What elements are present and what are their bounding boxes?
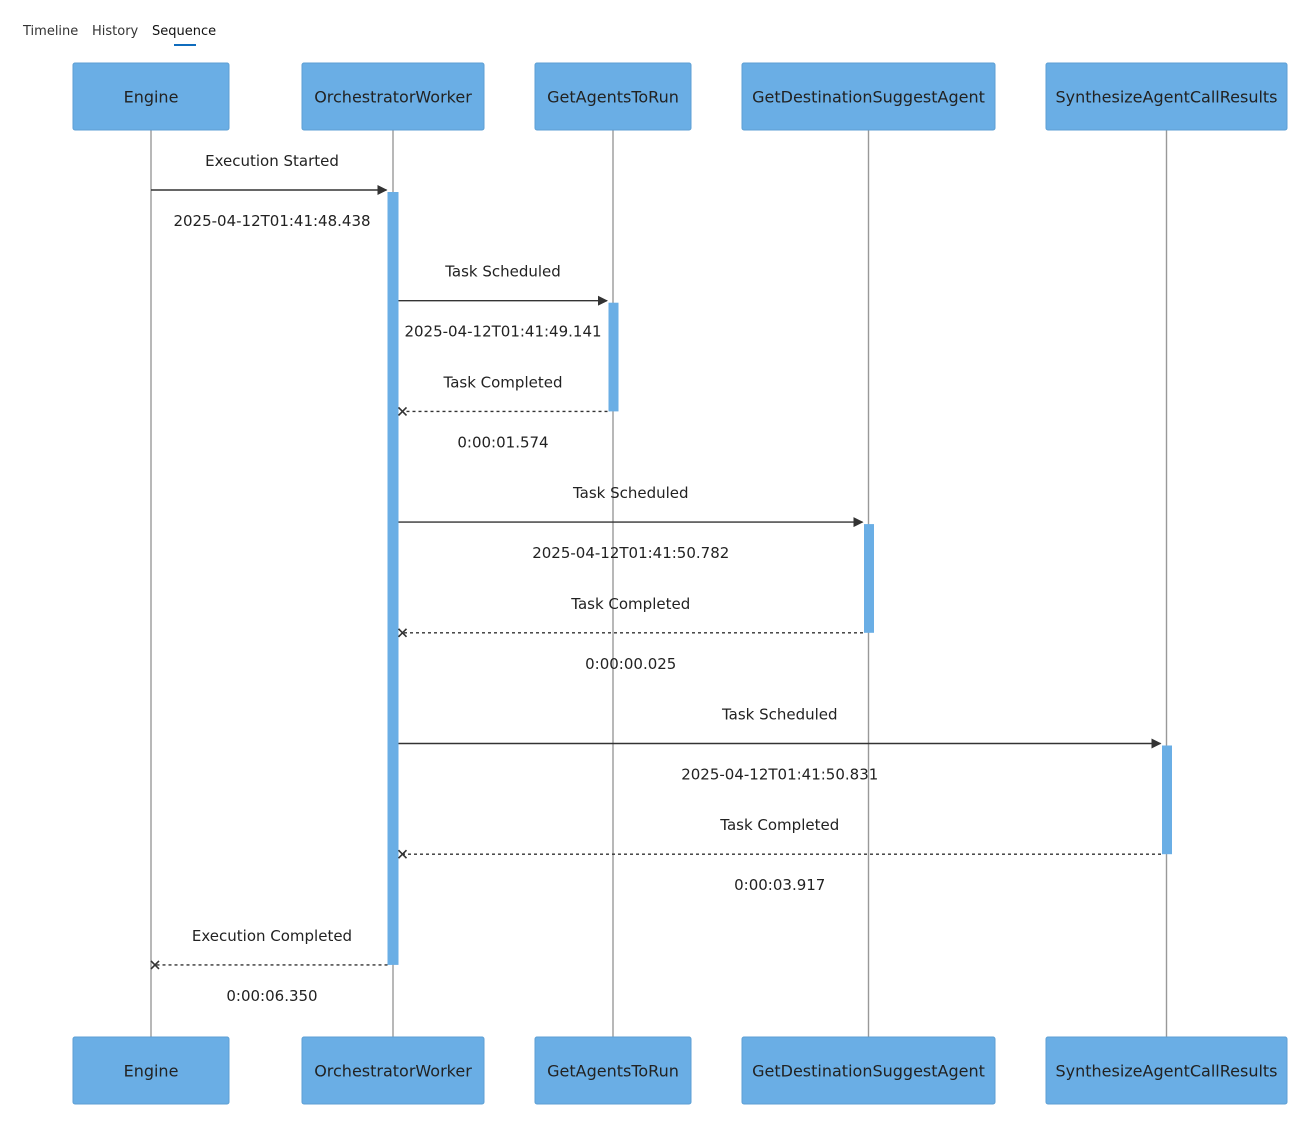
message-sublabel: 0:00:06.350 (226, 987, 317, 1005)
top-actor-box[interactable]: SynthesizeAgentCallResults (1045, 62, 1288, 131)
top-actor-box[interactable]: GetDestinationSuggestAgent (741, 62, 996, 131)
message-sublabel: 0:00:00.025 (585, 655, 676, 673)
messages: Execution Started 2025-04-12T01:41:48.438… (150, 152, 1162, 1005)
top-actor-box[interactable]: GetAgentsToRun (534, 62, 692, 131)
message: Task Completed 0:00:03.917 (397, 816, 1161, 894)
activation-bar (608, 302, 619, 412)
bottom-actor-box[interactable]: GetAgentsToRun (534, 1036, 692, 1105)
actor-label: SynthesizeAgentCallResults (1055, 88, 1277, 107)
actor-label: OrchestratorWorker (314, 88, 472, 107)
bottom-actor-box[interactable]: SynthesizeAgentCallResults (1045, 1036, 1288, 1105)
message-label: Task Completed (443, 373, 563, 391)
lifelines (150, 130, 1168, 1037)
message-label: Task Scheduled (721, 706, 838, 724)
message: Task Scheduled 2025-04-12T01:41:50.831 (398, 706, 1162, 784)
actor-rect (1045, 62, 1288, 131)
message-label: Task Scheduled (572, 484, 689, 502)
message-label: Task Completed (719, 816, 839, 834)
message: Task Scheduled 2025-04-12T01:41:50.782 (398, 484, 864, 562)
tab-sequence[interactable]: Sequence (152, 24, 217, 39)
cross-icon (150, 960, 160, 970)
actor-label: GetDestinationSuggestAgent (752, 1062, 985, 1081)
activation-bar (864, 524, 874, 633)
message-sublabel: 2025-04-12T01:41:48.438 (173, 212, 370, 230)
message: Execution Completed 0:00:06.350 (150, 927, 388, 1005)
actor-label: GetDestinationSuggestAgent (752, 88, 985, 107)
message-label: Execution Started (205, 152, 339, 170)
actor-rect (72, 62, 230, 131)
actor-label: Engine (124, 88, 179, 107)
actor-rect (741, 62, 996, 131)
message-label: Task Completed (570, 595, 690, 613)
actor-rect (534, 1036, 692, 1105)
actor-label: SynthesizeAgentCallResults (1055, 1062, 1277, 1081)
cross-icon (397, 628, 408, 638)
actors-bottom: Engine OrchestratorWorker GetAgentsToRun Ge… (72, 1036, 1288, 1105)
bottom-actor-box[interactable]: Engine (72, 1036, 230, 1105)
tab-timeline[interactable]: Timeline (23, 24, 79, 39)
activations (387, 192, 1172, 965)
activation-bar (1162, 745, 1172, 855)
actor-rect (72, 1036, 230, 1105)
actor-label: GetAgentsToRun (547, 88, 679, 107)
actor-label: Engine (124, 1062, 179, 1081)
bottom-actor-box[interactable]: OrchestratorWorker (301, 1036, 485, 1105)
message-sublabel: 0:00:01.574 (457, 433, 548, 451)
actor-rect (741, 1036, 996, 1105)
message-sublabel: 2025-04-12T01:41:50.782 (532, 544, 729, 562)
message-sublabel: 2025-04-12T01:41:49.141 (404, 323, 601, 341)
actor-rect (301, 1036, 485, 1105)
actors-top: Engine OrchestratorWorker GetAgentsToRun Ge… (72, 62, 1288, 131)
message: Task Scheduled 2025-04-12T01:41:49.141 (398, 263, 608, 341)
message-label: Execution Completed (192, 927, 352, 945)
actor-rect (1045, 1036, 1288, 1105)
message: Task Completed 0:00:00.025 (397, 595, 863, 673)
activation-bar (387, 192, 399, 965)
message: Execution Started 2025-04-12T01:41:48.438 (151, 152, 388, 230)
message-label: Task Scheduled (444, 263, 561, 281)
actor-rect (534, 62, 692, 131)
active-tab-indicator (174, 44, 196, 46)
top-actor-box[interactable]: Engine (72, 62, 230, 131)
cross-icon (397, 849, 408, 859)
actor-label: OrchestratorWorker (314, 1062, 472, 1081)
actor-rect (301, 62, 485, 131)
bottom-actor-box[interactable]: GetDestinationSuggestAgent (741, 1036, 996, 1105)
cross-icon (397, 406, 408, 416)
top-actor-box[interactable]: OrchestratorWorker (301, 62, 485, 131)
actor-label: GetAgentsToRun (547, 1062, 679, 1081)
message-sublabel: 2025-04-12T01:41:50.831 (681, 766, 878, 784)
tab-history[interactable]: History (92, 24, 139, 39)
message: Task Completed 0:00:01.574 (397, 373, 608, 451)
message-sublabel: 0:00:03.917 (734, 876, 825, 894)
